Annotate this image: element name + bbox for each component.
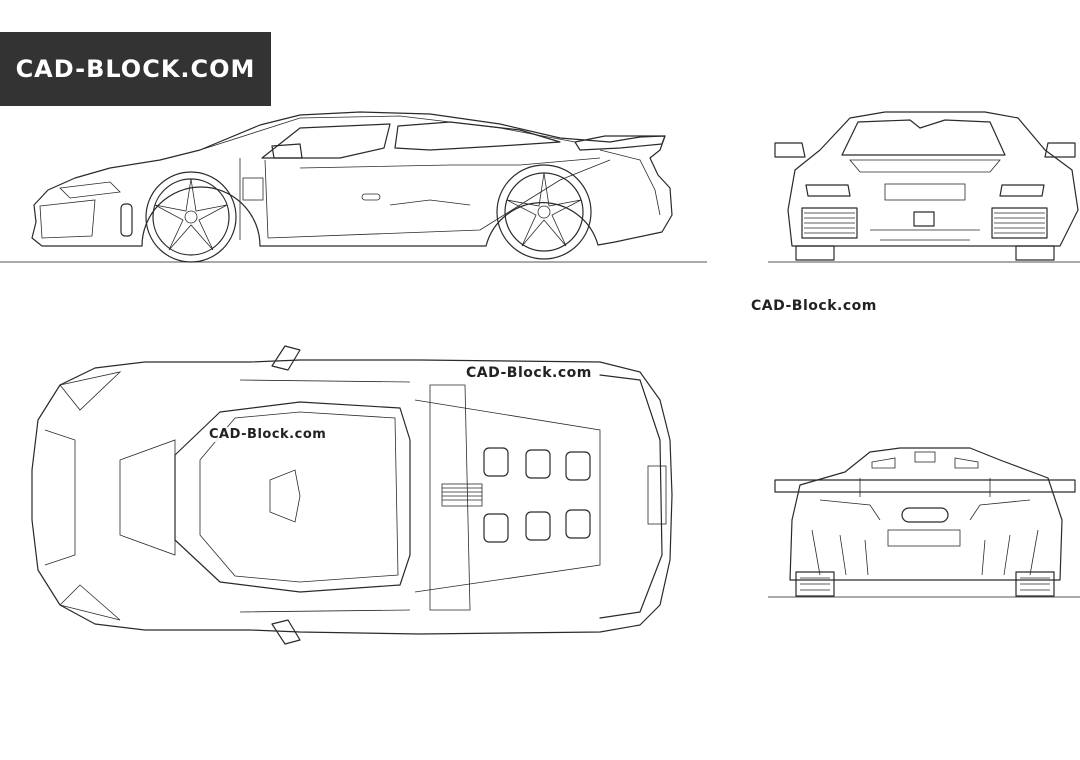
side-rear-wheel	[496, 164, 592, 260]
side-mirror	[271, 143, 303, 159]
brand-logo-badge: CAD-Block.com	[0, 32, 271, 106]
side-front-wheel	[145, 171, 237, 263]
top-view	[31, 345, 673, 645]
watermark-right: CAD-Block.com	[749, 298, 879, 314]
watermark-top-view-inner: CAD-Block.com	[207, 427, 329, 442]
rear-plate	[887, 529, 961, 547]
watermark-top-view-upper: CAD-Block.com	[464, 365, 594, 381]
side-window	[261, 123, 391, 159]
rear-right-tyre	[1015, 571, 1055, 597]
top-engine-vents	[441, 447, 591, 543]
rear-left-tyre	[795, 571, 835, 597]
top-rear-wing	[599, 374, 663, 619]
side-view	[0, 111, 707, 263]
top-mirror-lower	[271, 619, 301, 645]
rear-body-outline	[789, 447, 1063, 581]
front-windshield	[841, 119, 1006, 156]
front-left-tyre	[795, 245, 835, 261]
top-body-outline	[31, 359, 673, 635]
side-rear-wing	[574, 135, 666, 151]
brand-logo-text: CAD-Block.com	[15, 55, 256, 83]
front-right-tyre	[1015, 245, 1055, 261]
side-body-outline	[31, 111, 673, 247]
rear-exhaust	[901, 507, 949, 523]
front-view	[768, 111, 1080, 263]
side-badge	[242, 177, 264, 201]
rear-wing	[774, 479, 1076, 493]
front-body-outline	[787, 111, 1079, 247]
top-cockpit	[174, 401, 411, 593]
rear-view	[768, 447, 1080, 598]
top-mirror-upper	[271, 345, 301, 371]
